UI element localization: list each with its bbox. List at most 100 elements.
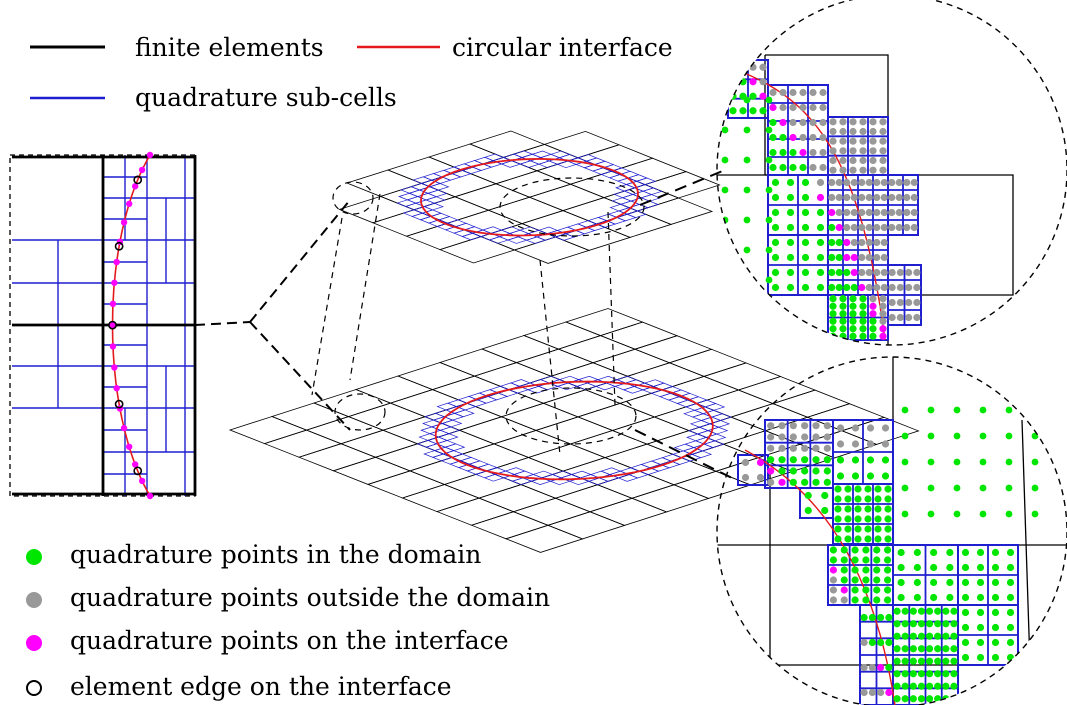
quadrature-point (883, 566, 892, 574)
quadrature-point (786, 238, 795, 247)
quadrature-point (849, 317, 857, 325)
quadrature-point (896, 283, 904, 292)
quadrature-point (910, 208, 918, 217)
quadrature-point (862, 586, 870, 594)
quadrature-point (925, 620, 934, 628)
quadrature-point (934, 632, 942, 640)
quadrature-point (823, 444, 831, 452)
sub-cell (642, 187, 663, 195)
quadrature-point (866, 472, 875, 480)
quadrature-point (829, 147, 837, 155)
quadrature-point (873, 556, 881, 564)
quadrature-point (873, 596, 881, 604)
quadrature-point (860, 613, 868, 622)
quadrature-point (851, 596, 859, 604)
quadrature-point (851, 440, 860, 448)
quadrature-point (771, 268, 780, 277)
quadrature-point (828, 268, 836, 277)
quadrature-point (844, 485, 852, 493)
quadrature-point (934, 645, 942, 653)
edge-point (114, 241, 124, 251)
quadrature-point (901, 682, 909, 690)
legend-label-circular-interface: circular interface (452, 33, 673, 62)
mesh-element (840, 416, 920, 445)
mesh-element (543, 130, 621, 159)
quadrature-point (961, 578, 970, 587)
quadrature-point (979, 406, 987, 414)
quadrature-point (873, 566, 881, 574)
legend-marker-edge (26, 680, 42, 696)
quadrature-point (759, 107, 767, 115)
quadrature-point (885, 663, 893, 672)
sub-cell (444, 443, 466, 451)
sub-cell (551, 470, 573, 479)
sub-cell (707, 426, 729, 435)
quadrature-point (858, 238, 866, 247)
quadrature-point (729, 92, 737, 100)
quadrature-point (961, 653, 970, 662)
sub-cell (423, 412, 446, 421)
quadrature-point (851, 424, 860, 432)
quadrature-point (917, 607, 926, 615)
quadrature-point (862, 596, 870, 604)
quadrature-point (799, 148, 807, 157)
quadrature-point (849, 118, 857, 126)
legend-marker-domain (26, 549, 42, 565)
quadrature-point (799, 88, 807, 97)
mesh-element (487, 196, 565, 225)
quadrature-point (836, 440, 845, 448)
quadrature-point (893, 632, 901, 640)
quadrature-point (946, 578, 954, 587)
quadrature-point (819, 103, 827, 112)
quadrature-point (893, 670, 901, 678)
quadrature-point (879, 317, 887, 325)
quadrature-point (950, 620, 958, 628)
quadrature-point (877, 638, 885, 647)
quadrature-point (778, 478, 786, 486)
quadrature-point (953, 510, 961, 518)
quadrature-point (812, 467, 820, 475)
mesh-element (596, 470, 676, 499)
quadrature-point (859, 310, 867, 318)
sub-cell (609, 203, 631, 212)
quadrature-point (816, 223, 825, 232)
quadrature-point (801, 208, 810, 217)
sub-cell (689, 420, 712, 428)
quadrature-point (942, 670, 950, 678)
quadrature-point (950, 607, 958, 615)
sub-cell (586, 379, 608, 387)
sub-cell (500, 226, 522, 234)
sub-cell (600, 467, 622, 475)
mesh-element (438, 236, 516, 264)
sub-cell (643, 379, 665, 387)
quadrature-point (864, 535, 872, 543)
legend-label-outside: quadrature points outside the domain (70, 583, 550, 612)
quadrature-point (893, 682, 901, 690)
quadrature-point (721, 156, 729, 164)
sub-cell (631, 190, 653, 199)
quadrature-point (779, 133, 787, 142)
mesh-element (522, 321, 602, 350)
mesh-element (312, 389, 392, 418)
quadrature-point (729, 107, 737, 115)
quadrature-point (854, 505, 862, 513)
mesh-element (228, 416, 308, 445)
quadrature-point (953, 406, 961, 414)
sub-cell (640, 194, 661, 202)
quadrature-point (829, 156, 837, 165)
quadrature-point (888, 283, 896, 292)
sub-cell (504, 467, 526, 475)
quadrature-point (850, 208, 858, 217)
quadrature-point (903, 178, 911, 187)
quadrature-point (1031, 406, 1039, 414)
quadrature-point (950, 645, 958, 653)
quadrature-point (866, 456, 875, 464)
quadrature-point (874, 505, 882, 513)
quadrature-point (868, 663, 876, 672)
quadrature-point (896, 313, 904, 322)
mesh-element (332, 456, 412, 485)
quadrature-point (765, 276, 773, 284)
quadrature-point (917, 645, 926, 653)
sub-cell (683, 409, 705, 418)
quadrature-point (828, 178, 836, 187)
